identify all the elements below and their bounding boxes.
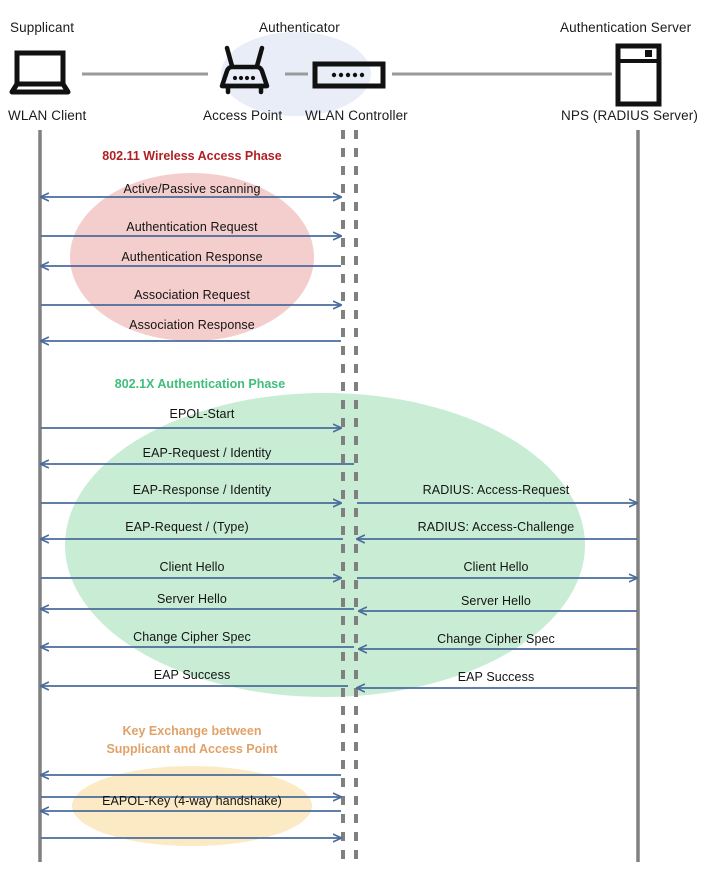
msg-label-active-passive-scanning: Active/Passive scanning [123, 182, 261, 196]
msg-label-association-response: Association Response [129, 318, 255, 332]
msg-label-eap-success-right: EAP Success [457, 670, 535, 684]
msg-label-radius-access-challenge: RADIUS: Access-Challenge [417, 520, 575, 534]
phase-label-802-1x-authentication: 802.1X Authentication Phase [114, 377, 286, 391]
phase-ellipse-802-11 [70, 173, 314, 341]
msg-label-eap-response-identity: EAP-Response / Identity [132, 483, 272, 497]
laptop-icon [9, 50, 71, 95]
phase-label-802-11-wireless-access: 802.11 Wireless Access Phase [102, 149, 282, 163]
msg-label-eap-success-left: EAP Success [153, 668, 231, 682]
msg-label-eap-request-identity: EAP-Request / Identity [142, 446, 272, 460]
msg-label-eapol-key-handshake: EAPOL-Key (4-way handshake) [102, 794, 282, 808]
msg-label-change-cipher-spec-right: Change Cipher Spec [437, 632, 555, 646]
wlan-controller-icon [312, 61, 386, 89]
node-label-nps-radius-server: NPS (RADIUS Server) [561, 108, 698, 123]
msg-label-authentication-request: Authentication Request [126, 220, 258, 234]
msg-label-client-hello-left: Client Hello [159, 560, 225, 574]
server-icon [615, 43, 662, 107]
msg-label-server-hello-right: Server Hello [461, 594, 531, 608]
access-point-icon [219, 45, 270, 95]
phase-label-key-exchange-line1: Key Exchange between [122, 724, 262, 738]
group-title-supplicant: Supplicant [10, 20, 75, 35]
msg-label-eapol-start: EPOL-Start [169, 407, 235, 421]
phase-ellipse-key-exchange [72, 766, 312, 846]
group-title-authenticator: Authenticator [259, 20, 340, 35]
msg-label-eap-request-type: EAP-Request / (Type) [125, 520, 249, 534]
msg-label-client-hello-right: Client Hello [463, 560, 529, 574]
node-label-wlan-controller: WLAN Controller [305, 108, 408, 123]
msg-label-association-request: Association Request [134, 288, 250, 302]
phase-label-key-exchange: Key Exchange between Supplicant and Acce… [0, 722, 384, 758]
node-label-access-point: Access Point [203, 108, 283, 123]
msg-label-authentication-response: Authentication Response [121, 250, 263, 264]
phase-label-key-exchange-line2: Supplicant and Access Point [106, 742, 278, 756]
msg-label-change-cipher-spec-left: Change Cipher Spec [133, 630, 251, 644]
msg-label-radius-access-request: RADIUS: Access-Request [422, 483, 570, 497]
phase-ellipse-802-1x [65, 393, 585, 697]
node-label-wlan-client: WLAN Client [8, 108, 87, 123]
group-title-authentication-server: Authentication Server [560, 20, 692, 35]
msg-label-server-hello-left: Server Hello [157, 592, 227, 606]
